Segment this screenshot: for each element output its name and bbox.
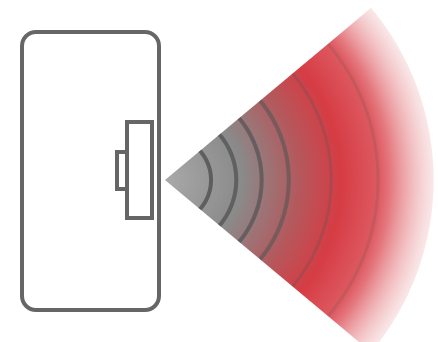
signal-cone-icon	[165, 8, 433, 342]
sensor-tab-icon	[117, 152, 127, 189]
sensor-module-icon	[127, 122, 152, 218]
